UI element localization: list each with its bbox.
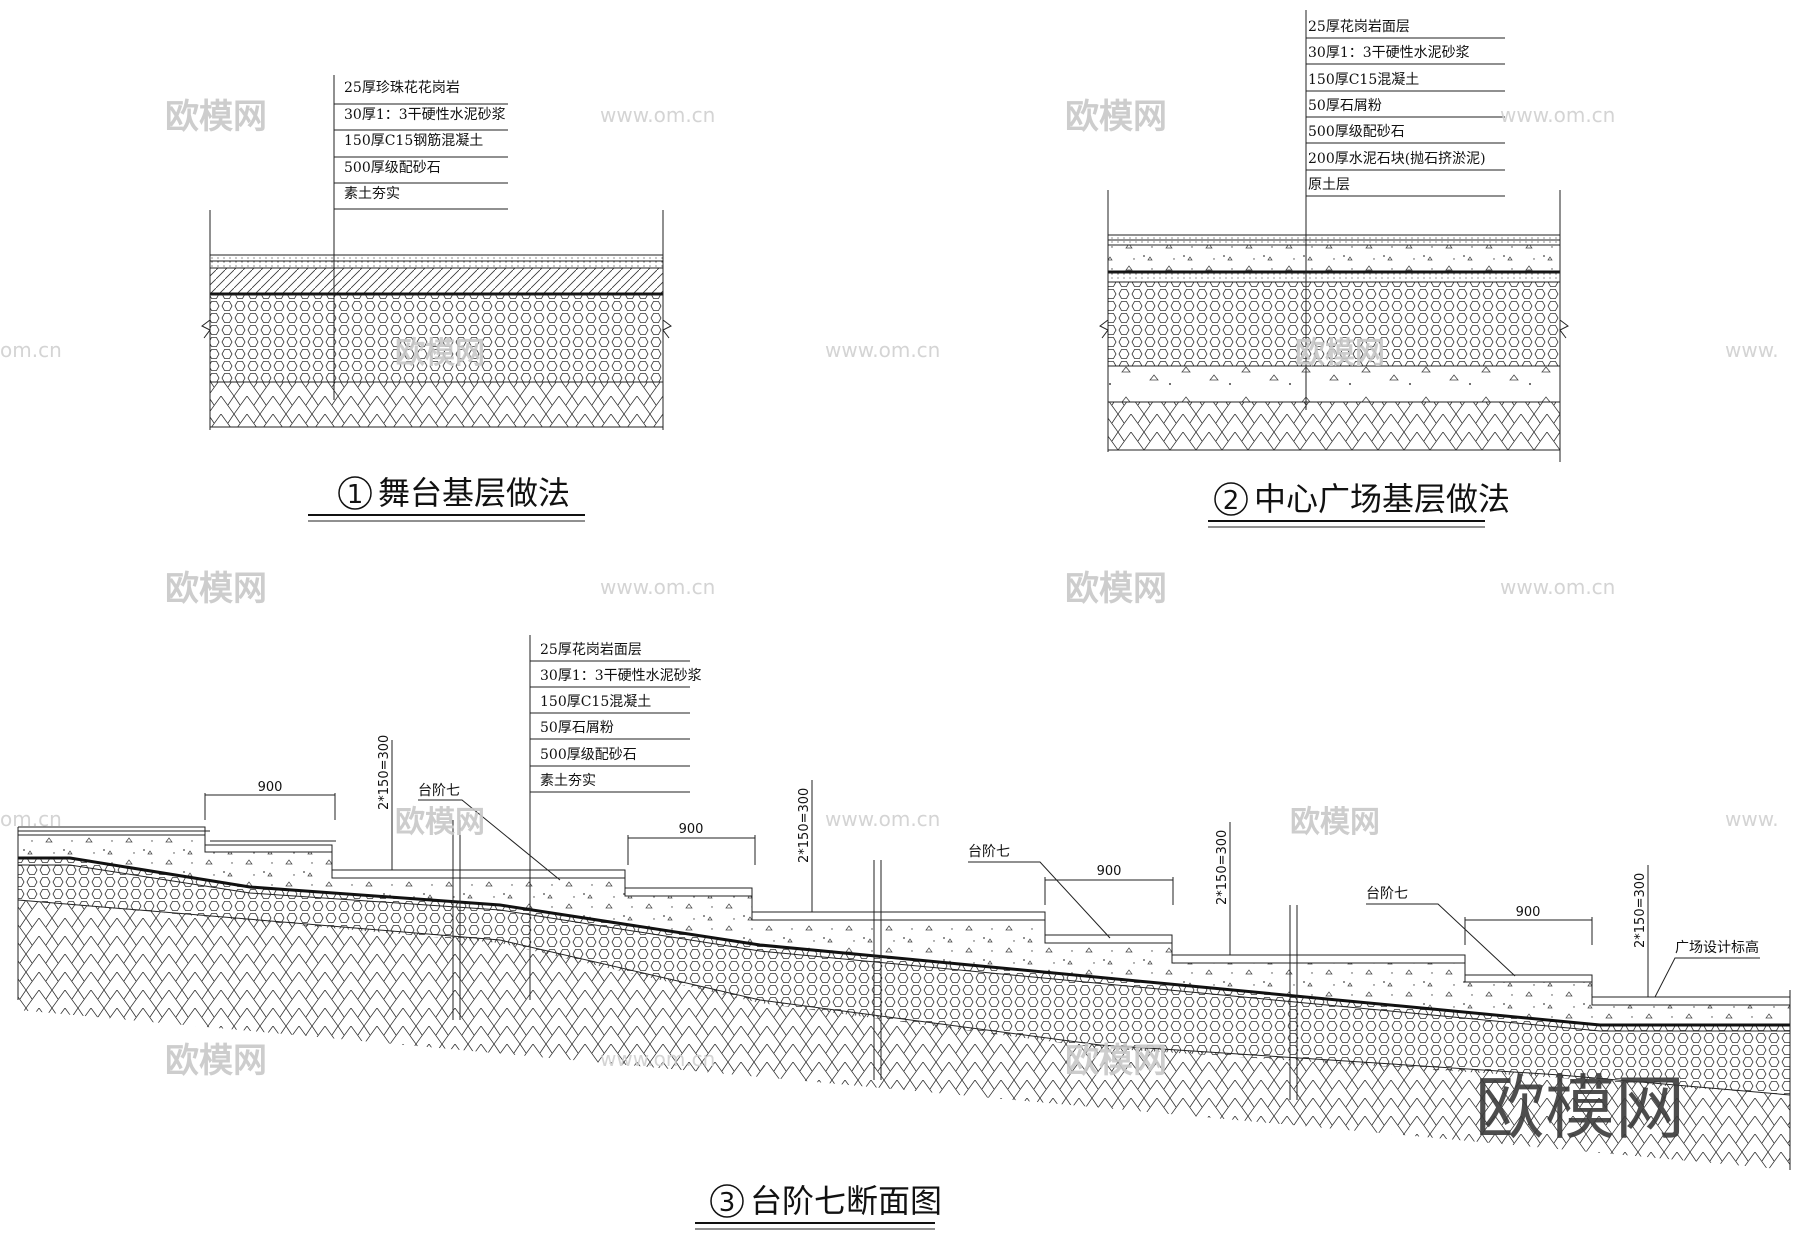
watermark-logo: 欧模网 bbox=[1065, 1041, 1167, 1081]
detail-3: 25厚花岗岩面层 30厚1：3干硬性水泥砂浆 150厚C15混凝土 50厚石屑粉… bbox=[17, 635, 1791, 1230]
step-rise-1: 2*150=300 bbox=[377, 735, 392, 810]
watermarks: 欧模网 www.om.cn 欧模网 www.om.cn om.cn www.om… bbox=[0, 97, 1779, 1149]
watermark-logo: 欧模网 bbox=[1290, 805, 1380, 840]
watermark-url: www.om.cn bbox=[1500, 575, 1615, 599]
plaza-elevation-label: 广场设计标高 bbox=[1675, 939, 1759, 956]
detail3-number-circle bbox=[710, 1184, 744, 1218]
detail1-title: 舞台基层做法 bbox=[378, 474, 570, 512]
watermark-logo: 欧模网 bbox=[165, 1041, 267, 1081]
detail1-layer-1: 25厚珍珠花花岗岩 bbox=[344, 80, 460, 96]
watermark-logo: 欧模网 bbox=[1065, 97, 1167, 137]
watermark-url: www.om.cn bbox=[825, 807, 940, 831]
watermark-logo-large: 欧模网 bbox=[1475, 1067, 1685, 1149]
detail2-number-circle bbox=[1214, 482, 1248, 516]
watermark-url: om.cn bbox=[0, 338, 62, 362]
step-width-4: 900 bbox=[1516, 905, 1541, 920]
detail3-layer-6: 素土夯实 bbox=[540, 773, 596, 789]
detail1-layer-2: 30厚1：3干硬性水泥砂浆 bbox=[344, 107, 506, 123]
step-label-2: 台阶七 bbox=[968, 844, 1010, 860]
watermark-logo: 欧模网 bbox=[395, 805, 485, 840]
step-width-1: 900 bbox=[258, 780, 283, 795]
detail2-title: 中心广场基层做法 bbox=[1254, 480, 1510, 518]
watermark-logo: 欧模网 bbox=[165, 569, 267, 609]
detail3-layer-4: 50厚石屑粉 bbox=[540, 720, 614, 736]
detail2-layer-3: 150厚C15混凝土 bbox=[1308, 72, 1419, 88]
detail2-layer-6: 200厚水泥石块(抛石挤淤泥) bbox=[1308, 151, 1486, 167]
watermark-url: www. bbox=[1725, 807, 1779, 831]
detail1-layer-3: 150厚C15钢筋混凝土 bbox=[344, 132, 483, 149]
detail3-layer-3: 150厚C15混凝土 bbox=[540, 694, 651, 710]
watermark-url: www.om.cn bbox=[600, 1047, 715, 1071]
detail3-layer-1: 25厚花岗岩面层 bbox=[540, 642, 642, 658]
watermark-url: www.om.cn bbox=[825, 338, 940, 362]
detail-2: 25厚花岗岩面层 30厚1：3干硬性水泥砂浆 150厚C15混凝土 50厚石屑粉… bbox=[1099, 10, 1569, 528]
watermark-url: www.om.cn bbox=[600, 103, 715, 127]
step-width-2: 900 bbox=[679, 822, 704, 837]
detail3-layer-2: 30厚1：3干硬性水泥砂浆 bbox=[540, 668, 702, 684]
step-rise-4: 2*150=300 bbox=[1633, 873, 1648, 948]
step-label-1: 台阶七 bbox=[418, 783, 460, 799]
watermark-logo: 欧模网 bbox=[395, 336, 485, 371]
detail2-layer-7: 原土层 bbox=[1308, 177, 1350, 193]
detail1-layer-5: 素土夯实 bbox=[344, 186, 400, 202]
detail2-layer-4: 50厚石屑粉 bbox=[1308, 98, 1382, 114]
detail3-number: 3 bbox=[719, 1188, 736, 1218]
detail1-number-circle bbox=[338, 476, 372, 510]
watermark-url: www.om.cn bbox=[600, 575, 715, 599]
detail2-layer-1: 25厚花岗岩面层 bbox=[1308, 19, 1410, 35]
step-rise-2: 2*150=300 bbox=[797, 788, 812, 863]
detail1-layer-4: 500厚级配砂石 bbox=[344, 160, 441, 176]
step-rise-3: 2*150=300 bbox=[1215, 830, 1230, 905]
watermark-url: www. bbox=[1725, 338, 1779, 362]
detail3-title: 台阶七断面图 bbox=[750, 1182, 942, 1220]
step-label-3: 台阶七 bbox=[1366, 886, 1408, 902]
detail1-number: 1 bbox=[347, 480, 364, 510]
detail-1: 25厚珍珠花花岗岩 30厚1：3干硬性水泥砂浆 150厚C15钢筋混凝土 500… bbox=[201, 75, 672, 522]
detail3-layer-5: 500厚级配砂石 bbox=[540, 747, 637, 763]
detail2-number: 2 bbox=[1223, 486, 1240, 516]
watermark-logo: 欧模网 bbox=[165, 97, 267, 137]
detail2-layer-5: 500厚级配砂石 bbox=[1308, 124, 1405, 140]
watermark-logo: 欧模网 bbox=[1295, 336, 1385, 371]
watermark-url: www.om.cn bbox=[1500, 103, 1615, 127]
watermark-logo: 欧模网 bbox=[1065, 569, 1167, 609]
step-width-3: 900 bbox=[1097, 864, 1122, 879]
watermark-url: om.cn bbox=[0, 807, 62, 831]
detail2-layer-2: 30厚1：3干硬性水泥砂浆 bbox=[1308, 45, 1470, 61]
